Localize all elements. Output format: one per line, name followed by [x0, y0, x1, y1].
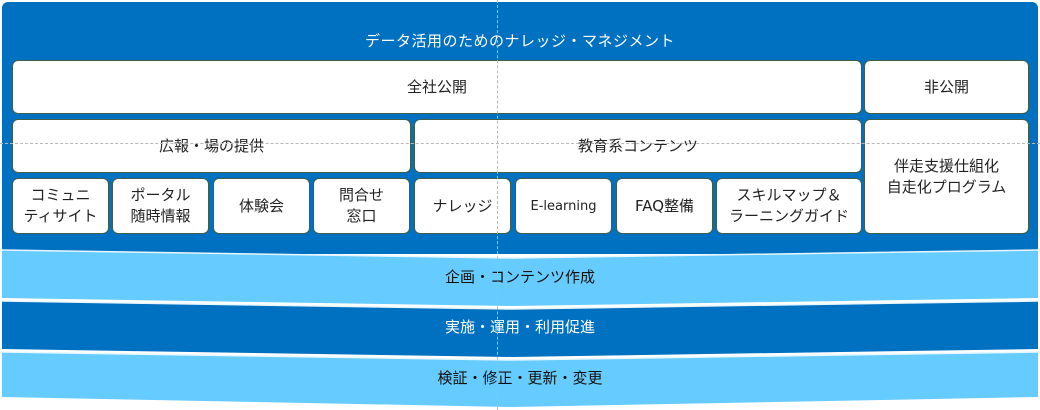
process-band-plan-highlight	[1, 249, 1039, 259]
item-knowledge: ナレッジ	[414, 178, 511, 234]
item-hands-on-event: 体験会	[213, 178, 310, 234]
item-portal-news: ポータル 随時情報	[112, 178, 209, 234]
guide-line-vertical	[497, 0, 498, 410]
process-band-review	[2, 352, 1038, 407]
process-label-plan: 企画・コンテンツ作成	[444, 268, 595, 286]
guide-line-horizontal	[0, 143, 1040, 144]
category-pr-box: 広報・場の提供	[12, 119, 411, 173]
item-e-learning: E-learning	[515, 178, 612, 234]
process-band-operate-highlight	[1, 300, 1039, 310]
diagram-title: データ活用のためのナレッジ・マネジメント	[364, 32, 675, 50]
scope-public-box: 全社公開	[12, 60, 862, 114]
process-band-plan	[2, 250, 1038, 306]
item-community-site: コミュニ ティサイト	[12, 178, 109, 234]
category-support-box: 伴走支援仕組化 自走化プログラム	[864, 119, 1029, 234]
item-inquiry-desk: 問合せ 窓口	[313, 178, 410, 234]
item-faq: FAQ整備	[616, 178, 713, 234]
scope-private-box: 非公開	[864, 60, 1029, 114]
item-skill-map-guide: スキルマップ＆ ラーニングガイド	[716, 178, 862, 234]
process-band-review-highlight	[1, 351, 1039, 361]
process-label-review: 検証・修正・更新・変更	[437, 369, 603, 387]
category-education-box: 教育系コンテンツ	[414, 119, 862, 173]
process-label-operate: 実施・運用・利用促進	[444, 318, 595, 336]
process-band-operate	[2, 301, 1038, 357]
